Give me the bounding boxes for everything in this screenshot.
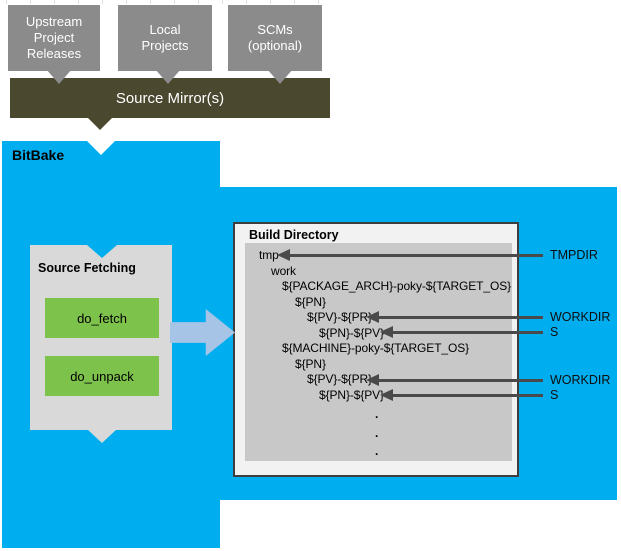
tmpdir-label: TMPDIR	[550, 248, 598, 262]
tree-row-text: tmp	[259, 248, 279, 262]
tree-row-text: ${MACHINE}-poky-${TARGET_OS}	[282, 341, 470, 355]
build-directory-box: Build Directory tmp work ${PACKAGE_ARCH}…	[233, 222, 519, 477]
local-projects-box: Local Projects	[118, 5, 212, 71]
tree-row: ${PN}	[245, 295, 512, 311]
source-fetching-title: Source Fetching	[38, 261, 136, 275]
workdir-arrow-1	[366, 311, 543, 323]
s-arrow-2	[380, 389, 543, 401]
tree-row: .	[245, 405, 512, 424]
source-mirror-bar: Source Mirror(s)	[10, 78, 330, 118]
source-mirror-label: Source Mirror(s)	[115, 89, 225, 107]
tree-row-text: ${PN}	[295, 294, 326, 309]
tree-row-text: ${PN}-${PV}	[319, 387, 384, 402]
tree-row: .	[245, 442, 512, 461]
tree-row-text: .	[375, 425, 379, 440]
source-fetching-tail	[87, 429, 117, 443]
tree-row-text: ${PACKAGE_ARCH}-poky-${TARGET_OS}	[282, 279, 512, 293]
tree-row: ${PACKAGE_ARCH}-poky-${TARGET_OS}	[245, 279, 512, 295]
tree-row: tmp	[245, 248, 512, 264]
s-label-2: S	[550, 388, 559, 402]
tree-row-text: ${PN}-${PV}	[319, 325, 384, 340]
tree-row-text: .	[375, 407, 379, 421]
source-fetching-notch	[87, 245, 117, 258]
mirror-connector-tail	[87, 117, 113, 130]
gridline-ticks	[6, 0, 324, 4]
tree-row: ${MACHINE}-poky-${TARGET_OS}	[245, 341, 512, 357]
build-directory-title: Build Directory	[249, 228, 339, 242]
tree-row: ${PN}-${PV}	[245, 388, 512, 404]
tree-row: ${PN}-${PV}	[245, 326, 512, 342]
upstream-connector-tail	[46, 69, 72, 84]
tree-row: .	[245, 424, 512, 443]
do-fetch-task: do_fetch	[45, 298, 159, 338]
tree-row-text: ${PV}-${PR}	[307, 372, 372, 386]
bitbake-label: BitBake	[12, 147, 65, 163]
arrow-head-icon	[380, 389, 393, 401]
scms-box: SCMs (optional)	[228, 5, 322, 71]
tmpdir-arrow	[277, 249, 543, 261]
do-unpack-task: do_unpack	[45, 356, 159, 396]
tree-row: work	[245, 264, 512, 280]
tree-row-text: ${PN}	[295, 356, 326, 371]
local-connector-tail	[155, 69, 181, 84]
s-arrow-1	[380, 326, 543, 338]
build-directory-tree-panel: tmp work ${PACKAGE_ARCH}-poky-${TARGET_O…	[245, 243, 512, 461]
s-label-1: S	[550, 325, 559, 339]
upstream-project-releases-box: Upstream Project Releases	[8, 5, 100, 71]
tree-row: ${PV}-${PR}	[245, 310, 512, 326]
arrow-head-icon	[277, 249, 290, 261]
workdir-label-2: WORKDIR	[550, 373, 611, 387]
bitbake-region-notch	[87, 141, 115, 155]
tree-row: ${PV}-${PR}	[245, 372, 512, 388]
tree-row-text: .	[375, 444, 379, 458]
arrow-head-icon	[366, 311, 379, 323]
tree-row-text: work	[271, 263, 296, 278]
workdir-label-1: WORKDIR	[550, 310, 611, 324]
arrow-head-icon	[366, 374, 379, 386]
tree-row: ${PN}	[245, 357, 512, 373]
scms-connector-tail	[267, 69, 293, 84]
tree-row-text: ${PV}-${PR}	[307, 310, 372, 324]
arrow-head-icon	[380, 326, 393, 338]
workdir-arrow-2	[366, 374, 543, 386]
